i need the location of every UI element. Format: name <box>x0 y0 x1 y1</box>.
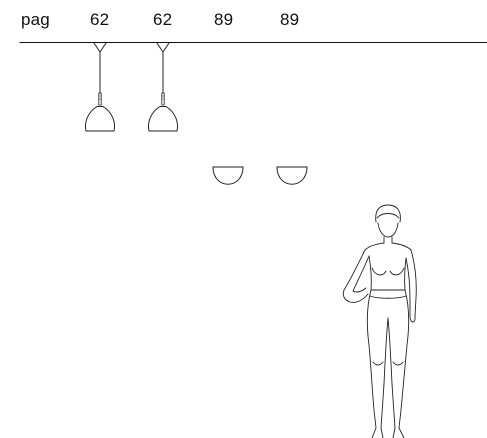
pendant-lamp-icon <box>85 42 115 132</box>
human-scale-figure-icon <box>342 204 417 438</box>
page-prefix-label: pag <box>21 10 50 29</box>
page-number-pendant-1: 62 <box>90 10 110 29</box>
page-number-wall-1: 89 <box>214 10 234 29</box>
wall-sconce-icon <box>212 166 244 185</box>
wall-sconce-icon <box>276 166 308 185</box>
page-number-pendant-2: 62 <box>153 10 173 29</box>
page-number-wall-2: 89 <box>280 10 300 29</box>
pendant-lamp-icon <box>148 42 178 132</box>
